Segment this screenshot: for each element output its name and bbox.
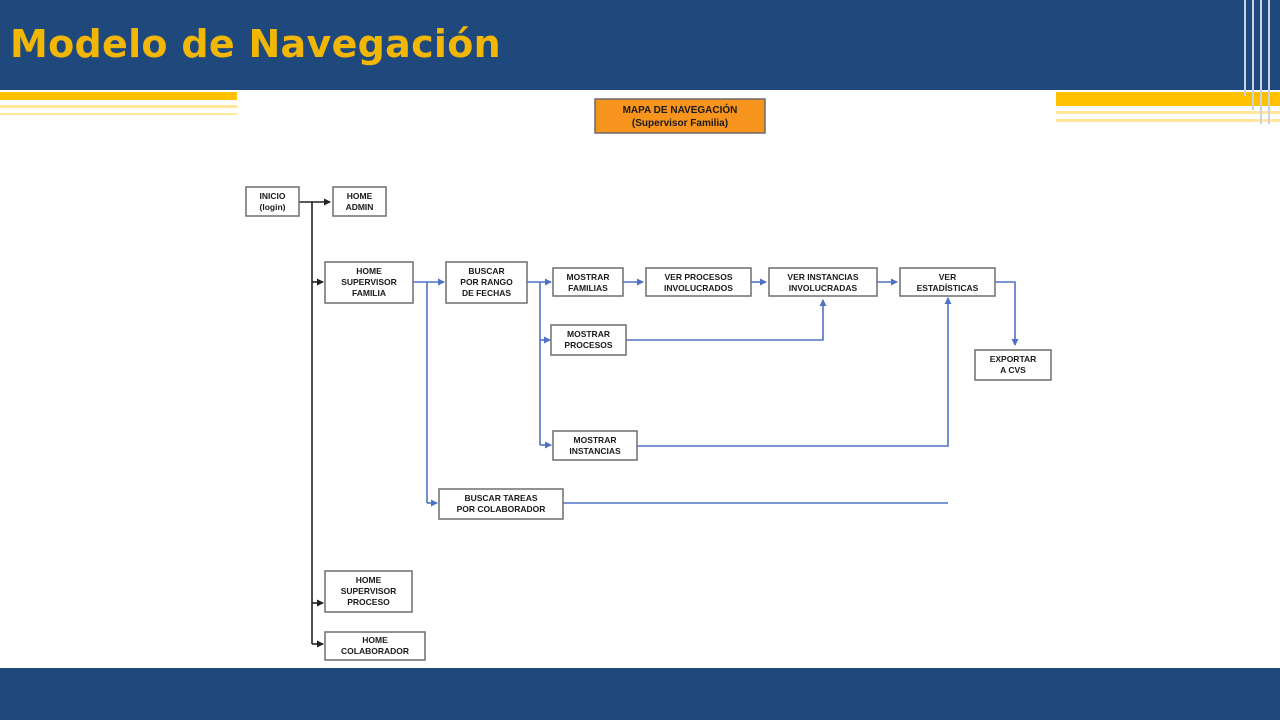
svg-text:A CVS: A CVS xyxy=(1000,365,1026,375)
node-mostrar-familias xyxy=(552,267,624,297)
svg-text:COLABORADOR: COLABORADOR xyxy=(341,646,409,656)
svg-text:HOME: HOME xyxy=(347,191,373,201)
accent-stripe-left xyxy=(0,92,237,100)
svg-text:(Supervisor Familia): (Supervisor Familia) xyxy=(632,118,728,129)
decor-line xyxy=(1260,0,1262,124)
node-labels: INICIO (login) HOME ADMIN HOME SUPERVISO… xyxy=(260,191,1037,656)
svg-text:MOSTRAR: MOSTRAR xyxy=(567,272,610,282)
header-bar: Modelo de Navegación xyxy=(0,0,1280,90)
accent-stripe-right-thin xyxy=(1056,111,1280,114)
svg-text:ESTADÍSTICAS: ESTADÍSTICAS xyxy=(917,283,979,293)
connectors-login xyxy=(299,198,331,648)
node-home-supervisor-familia xyxy=(324,261,414,304)
footer-bar xyxy=(0,668,1280,720)
navigation-map-diagram: MAPA DE NAVEGACIÓN (Supervisor Familia) xyxy=(237,90,1056,668)
node-mostrar-instancias xyxy=(552,430,638,461)
svg-text:VER PROCESOS: VER PROCESOS xyxy=(664,272,732,282)
svg-text:ADMIN: ADMIN xyxy=(346,202,374,212)
svg-text:FAMILIAS: FAMILIAS xyxy=(568,283,608,293)
svg-text:MAPA DE NAVEGACIÓN: MAPA DE NAVEGACIÓN xyxy=(623,103,738,116)
accent-stripe-right-thin xyxy=(1056,119,1280,122)
svg-text:BUSCAR: BUSCAR xyxy=(468,266,504,276)
svg-text:HOME: HOME xyxy=(356,266,382,276)
svg-text:INVOLUCRADOS: INVOLUCRADOS xyxy=(664,283,733,293)
node-buscar-tareas-colaborador xyxy=(438,488,564,520)
navigation-map-svg: MAPA DE NAVEGACIÓN (Supervisor Familia) xyxy=(245,98,1052,661)
node-ver-instancias-involucradas xyxy=(768,267,878,297)
svg-text:SUPERVISOR: SUPERVISOR xyxy=(341,586,397,596)
decor-line xyxy=(1268,0,1270,124)
svg-text:BUSCAR TAREAS: BUSCAR TAREAS xyxy=(464,493,537,503)
svg-text:(login): (login) xyxy=(260,202,286,212)
node-exportar-cvs xyxy=(974,349,1052,381)
accent-stripe-left-thin xyxy=(0,105,237,108)
svg-text:PROCESO: PROCESO xyxy=(347,597,390,607)
node-home-colaborador xyxy=(324,631,426,661)
svg-text:INSTANCIAS: INSTANCIAS xyxy=(569,446,621,456)
svg-text:INICIO: INICIO xyxy=(260,191,286,201)
svg-text:FAMILIA: FAMILIA xyxy=(352,288,386,298)
slide-title: Modelo de Navegación xyxy=(10,22,502,66)
node-inicio xyxy=(245,186,300,217)
svg-text:VER INSTANCIAS: VER INSTANCIAS xyxy=(787,272,858,282)
svg-text:MOSTRAR: MOSTRAR xyxy=(567,329,610,339)
svg-text:SUPERVISOR: SUPERVISOR xyxy=(341,277,397,287)
svg-text:INVOLUCRADAS: INVOLUCRADAS xyxy=(789,283,858,293)
node-home-admin xyxy=(332,186,387,217)
node-mostrar-procesos xyxy=(550,324,627,356)
svg-text:PROCESOS: PROCESOS xyxy=(564,340,613,350)
svg-text:POR RANGO: POR RANGO xyxy=(460,277,513,287)
connectors-flow xyxy=(413,278,1019,507)
decor-line xyxy=(1244,0,1246,96)
svg-text:POR COLABORADOR: POR COLABORADOR xyxy=(457,504,546,514)
node-ver-procesos-involucrados xyxy=(645,267,752,297)
svg-text:VER: VER xyxy=(939,272,956,282)
svg-text:HOME: HOME xyxy=(362,635,388,645)
node-ver-estadisticas xyxy=(899,267,996,297)
node-buscar-rango-fechas xyxy=(445,261,528,304)
svg-text:DE FECHAS: DE FECHAS xyxy=(462,288,511,298)
diagram-title-box: MAPA DE NAVEGACIÓN (Supervisor Familia) xyxy=(594,98,766,134)
decor-line xyxy=(1252,0,1254,110)
svg-text:MOSTRAR: MOSTRAR xyxy=(574,435,617,445)
svg-text:HOME: HOME xyxy=(356,575,382,585)
accent-stripe-right xyxy=(1056,92,1280,106)
accent-stripe-left-thin xyxy=(0,113,237,115)
svg-text:EXPORTAR: EXPORTAR xyxy=(990,354,1037,364)
node-home-supervisor-proceso xyxy=(324,570,413,613)
